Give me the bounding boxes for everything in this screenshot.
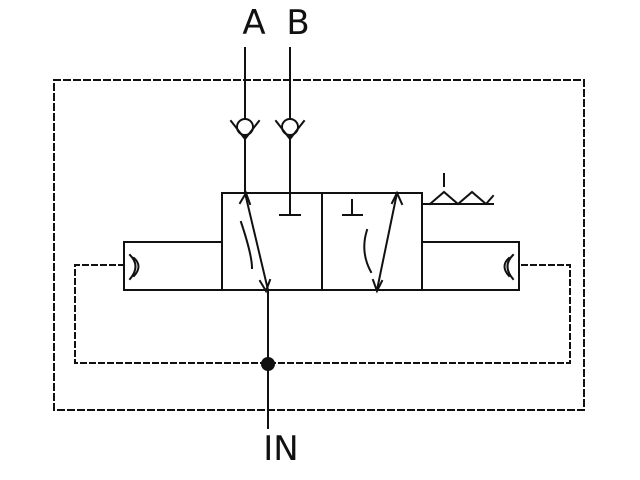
port-b-label: B [286,3,310,43]
left-envelope-flow-path [238,190,272,294]
check-valve-icon [274,118,306,141]
check-valve-icon [229,118,261,141]
outer-enclosure-dashed [53,79,585,411]
junction-dot-icon [261,357,275,371]
port-in-label: IN [263,429,299,469]
right-pilot-actuator [421,241,520,291]
two-position-directional-valve-icon [221,192,423,291]
right-envelope-flow-path [342,190,404,294]
port-a-label: A [242,3,266,43]
port-b-line [279,47,301,216]
left-pilot-actuator [123,241,223,291]
spring-icon [421,173,495,206]
pilot-line-dashed [74,264,571,364]
